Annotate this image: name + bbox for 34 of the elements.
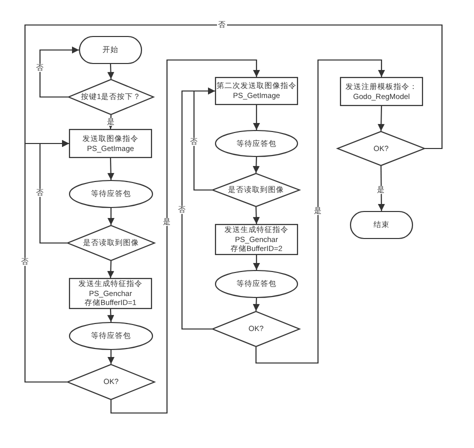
arrow <box>39 46 79 98</box>
decision-diamond <box>212 311 300 347</box>
wait-ellipse <box>69 322 153 350</box>
arrow <box>108 350 114 364</box>
arrow <box>110 59 260 414</box>
arrow <box>24 24 443 150</box>
arrow <box>107 260 114 278</box>
process-box <box>340 77 423 106</box>
arrow <box>107 158 114 180</box>
arrow <box>181 88 215 330</box>
arrow <box>107 308 114 322</box>
decision-diamond <box>67 225 155 261</box>
wait-ellipse <box>69 180 153 208</box>
decision-diamond <box>68 79 154 115</box>
terminal-box <box>350 211 413 239</box>
process-box <box>215 224 298 255</box>
decision-diamond <box>67 364 155 400</box>
wait-ellipse <box>215 130 298 157</box>
arrow <box>255 59 385 364</box>
decision-diamond <box>337 131 425 166</box>
arrow <box>253 105 260 130</box>
arrow <box>107 64 114 80</box>
arrow <box>252 206 260 224</box>
terminal-box <box>79 36 142 64</box>
decision-diamond <box>212 173 300 207</box>
arrow <box>378 106 385 132</box>
process-box <box>69 129 152 158</box>
arrow <box>252 156 260 174</box>
arrow <box>252 298 260 312</box>
process-box <box>215 77 298 105</box>
wait-ellipse <box>215 270 298 298</box>
process-box <box>69 278 152 309</box>
arrow <box>108 208 114 225</box>
arrow <box>253 255 260 270</box>
